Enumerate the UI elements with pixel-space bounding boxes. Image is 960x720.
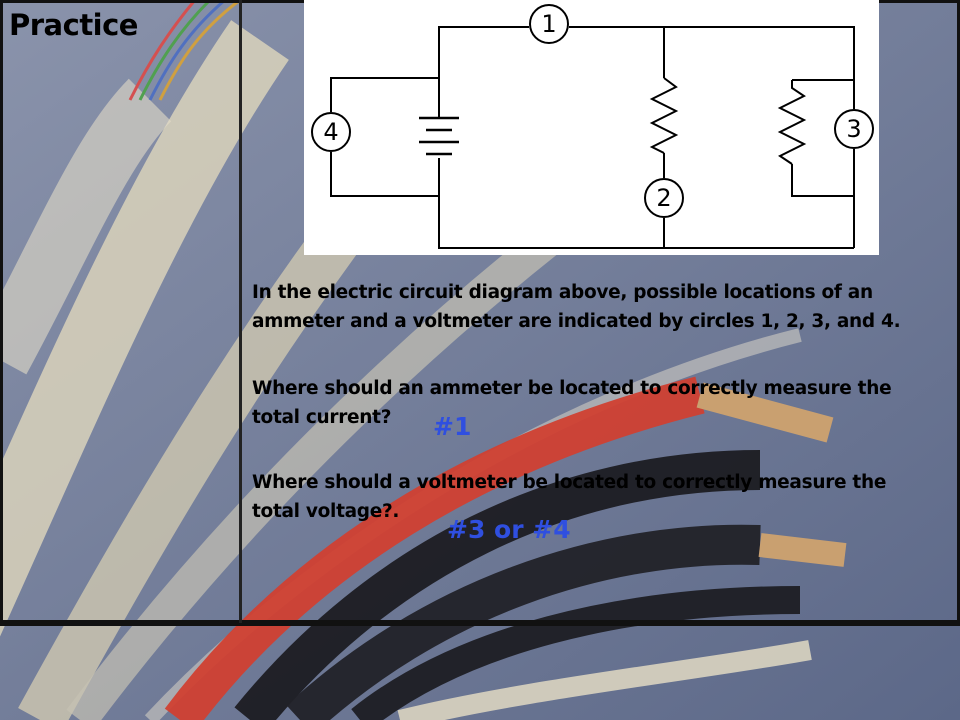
circuit-diagram: 1 2 3 4: [304, 0, 879, 255]
intro-line-2: ammeter and a voltmeter are indicated by…: [252, 311, 901, 332]
intro-paragraph: In the electric circuit diagram above, p…: [252, 278, 952, 336]
question-ammeter-line-1: Where should an ammeter be located to co…: [252, 378, 892, 399]
circle-label-4: 4: [323, 118, 338, 146]
circle-label-1: 1: [541, 10, 556, 38]
question-voltmeter-line-1: Where should a voltmeter be located to c…: [252, 472, 887, 493]
question-ammeter: Where should an ammeter be located to co…: [252, 374, 952, 432]
meter-position-2-icon: [644, 178, 684, 218]
slide-frame-left: [0, 0, 3, 623]
slide-frame-bottom: [0, 620, 960, 626]
circle-label-2: 2: [656, 184, 671, 212]
meter-position-4-icon: [311, 112, 351, 152]
meter-position-1-icon: [529, 4, 569, 44]
answer-ammeter: #1: [433, 412, 472, 441]
answer-voltmeter: #3 or #4: [447, 515, 571, 544]
intro-line-1: In the electric circuit diagram above, p…: [252, 282, 873, 303]
question-voltmeter: Where should a voltmeter be located to c…: [252, 468, 952, 526]
circle-label-3: 3: [846, 115, 861, 143]
meter-position-3-icon: [834, 109, 874, 149]
question-voltmeter-line-2: total voltage?.: [252, 501, 400, 522]
question-ammeter-line-2: total current?: [252, 407, 392, 428]
slide-title: Practice: [9, 8, 138, 42]
slide-frame-right: [957, 0, 960, 623]
column-divider: [239, 0, 242, 623]
